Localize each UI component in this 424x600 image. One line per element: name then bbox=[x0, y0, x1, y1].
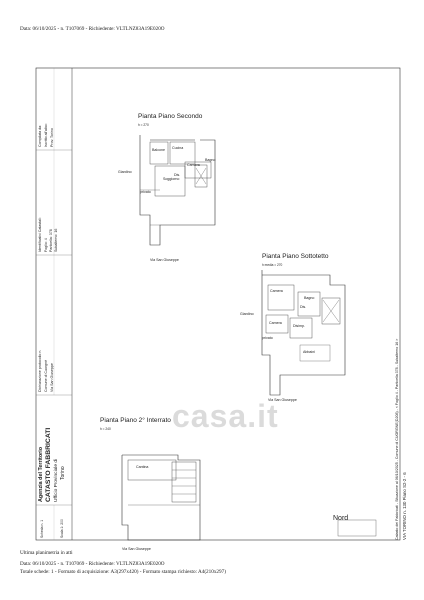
declaration-label: Dichiarazione protocollo n. bbox=[38, 349, 42, 392]
footer-format-line: Totale schede: 1 - Formato di acquisizio… bbox=[20, 569, 226, 575]
plan-second-height: h = 270 bbox=[138, 123, 149, 127]
plan-basement-title: Pianta Piano 2° Interrato bbox=[100, 417, 171, 424]
ident-title: Identificativi Catastali: bbox=[38, 217, 42, 252]
room-label: Camera bbox=[270, 289, 283, 293]
room-label: Cucina bbox=[172, 146, 184, 150]
office-name: Ufficio Provinciale di bbox=[54, 458, 59, 502]
room-label: Bagno bbox=[205, 158, 216, 162]
room-label: Dis. bbox=[300, 305, 307, 309]
room-label: Cantina bbox=[136, 465, 149, 469]
room-label: Abbaini bbox=[303, 350, 315, 354]
sheet-label: Foglio: 4 bbox=[44, 238, 48, 252]
plan-attic-floor bbox=[261, 270, 346, 396]
footer-last-plan: Ultima planimetria in atti bbox=[20, 550, 73, 556]
garden-label: Giardino bbox=[240, 312, 254, 316]
parcel-label: Particella: 378 bbox=[49, 229, 53, 252]
plan-second-title: Pianta Piano Secondo bbox=[138, 113, 203, 120]
plan-attic-title: Pianta Piano Sottotetto bbox=[262, 253, 329, 260]
plan-attic-height: h media = 270 bbox=[262, 263, 283, 267]
room-label: Balcone bbox=[152, 148, 165, 152]
room-label: Soggiorno bbox=[163, 177, 180, 181]
plan-basement-height: h = 240 bbox=[100, 427, 111, 431]
right-address-line: VIA TORINO n. 130 Piano S2-2 - 6 bbox=[402, 472, 407, 540]
street-label: Via San Giuseppe bbox=[268, 398, 297, 402]
office-city: Torino bbox=[60, 466, 66, 480]
watermark-logo: casa.it bbox=[172, 398, 279, 434]
comune-label: Comune di Cuorgnè bbox=[44, 359, 48, 392]
scale-label: Scala 1: 200 bbox=[60, 519, 64, 538]
footer-date-line: Data: 06/10/2025 - n. T107069 - Richiede… bbox=[20, 561, 165, 567]
agency-name: Agenzia del Territorio bbox=[38, 446, 44, 502]
right-register-line: Catasto dei Fabbricati - Situazione al 0… bbox=[395, 338, 399, 540]
province-label: Prov. Torino bbox=[50, 128, 54, 147]
street-label: Via San Giuseppe bbox=[150, 258, 179, 262]
sub-label: Subalterno: 16 bbox=[54, 228, 58, 252]
garden-label: Giardino bbox=[118, 170, 132, 174]
private-label: privato bbox=[262, 336, 273, 340]
street-label: Via San Giuseppe bbox=[122, 547, 151, 551]
plan-second-floor bbox=[139, 135, 216, 246]
registry-name: CATASTO FABBRICATI bbox=[45, 427, 52, 502]
north-box bbox=[337, 519, 377, 537]
room-label: Dis. bbox=[174, 173, 181, 177]
private-label: privato bbox=[140, 190, 151, 194]
address-label: Via San Giuseppe bbox=[50, 363, 54, 392]
north-label: Nord bbox=[333, 515, 349, 522]
profession-label: Iscritto all'albo: bbox=[44, 123, 48, 147]
room-label: Camera bbox=[187, 163, 200, 167]
header-line: Data: 06/10/2025 - n. T107069 - Richiede… bbox=[20, 26, 165, 32]
plan-basement-floor bbox=[121, 454, 201, 541]
room-label: Disimp. bbox=[293, 324, 305, 328]
room-label: Bagno bbox=[304, 296, 315, 300]
compiled-title: Compilata da: bbox=[38, 124, 42, 147]
sheet-number-label: Scheda n. 1 bbox=[40, 519, 44, 538]
room-label: Camera bbox=[269, 321, 282, 325]
